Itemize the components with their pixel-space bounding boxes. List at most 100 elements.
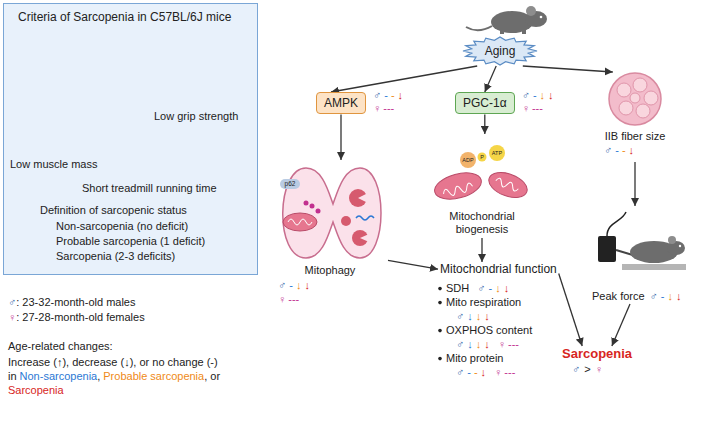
label-row: SDH♂-↓↓ (446, 282, 509, 295)
illustration (443, 182, 474, 197)
node-text: Low grip strength (154, 110, 238, 123)
node-text: Mitochondrial biogenesis (432, 210, 532, 236)
illustration (609, 73, 661, 125)
change-symbol: --- (508, 338, 519, 351)
node-text: Definition of sarcopenic status (40, 204, 187, 217)
measure-item: SDH (446, 282, 469, 295)
change-symbol: ↓ (481, 366, 487, 379)
connector-arrow (331, 66, 477, 92)
label-row: ♂↓↓↓♀--- (456, 338, 519, 351)
label-row: p62 (285, 180, 296, 188)
change-symbol: - (615, 144, 619, 157)
key-text: Non-sarcopenia (20, 370, 98, 383)
illustration (619, 101, 633, 115)
key-heading: Age-related changes: (8, 340, 113, 353)
node-text: Criteria of Sarcopenia in C57BL/6J mice (18, 10, 231, 24)
label-row: ♂-↓↓ (278, 279, 310, 292)
node-text: Probable sarcopenia (1 deficit) (56, 235, 205, 248)
illustration (316, 209, 321, 214)
change-symbol: ♀ (373, 102, 381, 115)
change-symbol: ♂ (522, 89, 530, 102)
measure-item: ♂ (477, 282, 485, 295)
illustration (356, 216, 374, 220)
text-slot: Criteria of Sarcopenia in C57BL/6J mice (18, 10, 231, 24)
change-symbol: ♀ (498, 338, 506, 351)
picture-label: ATP (492, 150, 502, 157)
biogenesis-group: Mitochondrial biogenesis (432, 134, 532, 238)
illustration (636, 104, 650, 118)
label-row: OXPHOS content (446, 324, 532, 337)
text-slot: Probable sarcopenia (1 deficit) (56, 235, 205, 248)
cohort-note: ♀ (8, 311, 16, 324)
text-slot: Non-sarcopenia (no deficit) (56, 220, 188, 233)
change-symbol: --- (383, 102, 394, 115)
cohort-note: : 27-28-month-old females (16, 311, 144, 324)
illustration (280, 179, 300, 189)
illustration (540, 16, 543, 19)
change-symbol: ↓ (476, 338, 482, 351)
mitophagy-group: Mitophagy (272, 160, 388, 278)
text-slot: Short treadmill running time (82, 182, 217, 195)
key-text: Sarcopenia (8, 384, 64, 397)
change-symbol: ↓ (467, 338, 473, 351)
illustration (526, 6, 536, 16)
change-symbol: ↓ (676, 290, 682, 303)
illustration (607, 212, 626, 236)
text-slot: Definition of sarcopenic status (40, 204, 187, 217)
node-text: Low muscle mass (10, 158, 97, 171)
node-text: Mitochondrial function (440, 262, 557, 276)
connector-arrow (388, 260, 438, 269)
illustration (438, 301, 442, 305)
change-symbol: ↓ (484, 338, 490, 351)
illustration (489, 145, 505, 161)
label-row: ♂-↓↓ (522, 89, 554, 102)
illustration (310, 204, 315, 209)
illustration (360, 234, 369, 242)
change-symbol: - (474, 366, 478, 379)
label-row: ATP (492, 150, 502, 157)
illustration (622, 264, 686, 270)
change-symbol: ↓ (304, 279, 310, 292)
change-symbol: ↓ (548, 89, 554, 102)
connector-arrow (523, 66, 613, 72)
label-row: Mito respiration (446, 296, 521, 309)
change-symbol: ♀ (522, 102, 530, 115)
key-text: Probable sarcopenia (103, 370, 204, 383)
illustration (630, 93, 640, 103)
change-symbol: - (622, 144, 626, 157)
change-symbol: --- (504, 366, 515, 379)
illustration (679, 245, 681, 247)
key-text: , (97, 370, 100, 383)
node-text: AMPK (324, 96, 358, 110)
change-symbol: ↓ (540, 89, 546, 102)
illustration (466, 6, 547, 34)
label-row: ♂-↓↓ (650, 290, 682, 303)
measure-item: ↓ (495, 282, 501, 295)
label-row: ♀--- (522, 102, 543, 115)
change-symbol: ♀ (494, 366, 502, 379)
label-row: ♀--- (278, 293, 299, 306)
label-row: ♂--↓ (373, 89, 403, 102)
peak-force-group: Peak force (590, 206, 690, 304)
change-symbol: ♂ (456, 338, 464, 351)
label-row: ♂--↓♀--- (456, 366, 515, 379)
label-row: ♂↓↓↓ (456, 310, 490, 323)
change-symbol: ↓ (484, 310, 490, 323)
illustration (280, 168, 381, 258)
measure-item: Mito protein (446, 352, 503, 365)
change-symbol: ♂ (604, 144, 612, 157)
ampk-box: AMPK (316, 92, 366, 114)
label-row: Sarcopenia (8, 384, 64, 397)
sex-comparison: ♂ (572, 363, 580, 376)
change-symbol: ↓ (398, 89, 404, 102)
change-symbol: ↓ (668, 290, 674, 303)
label-row: ♀--- (373, 102, 394, 115)
illustration (466, 26, 492, 30)
connector-arrow (612, 304, 630, 346)
illustration (633, 78, 647, 92)
connector-arrow (485, 66, 496, 92)
sex-comparison: ♀ (595, 363, 603, 376)
change-symbol: - (533, 89, 537, 102)
illustration (598, 212, 686, 270)
